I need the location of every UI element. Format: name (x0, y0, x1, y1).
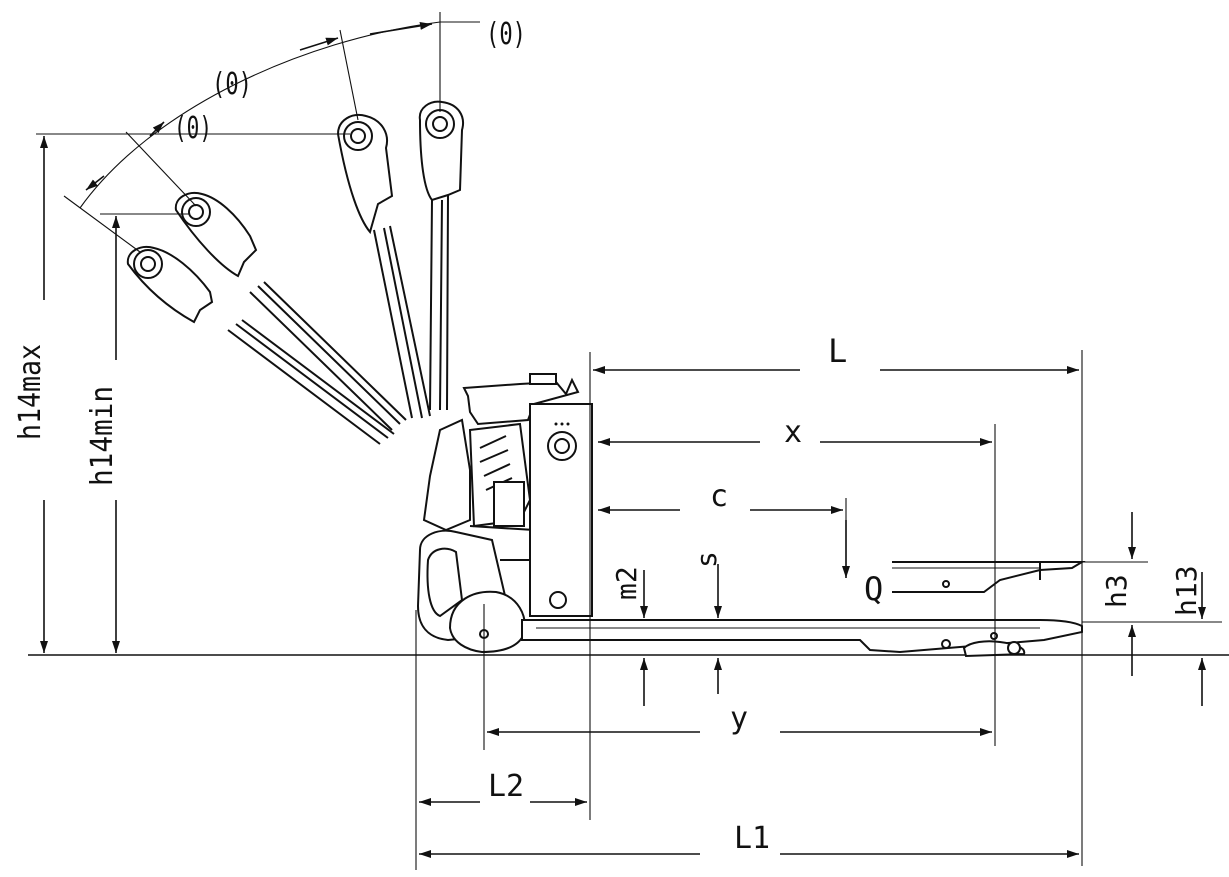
dim-h14max (36, 133, 350, 653)
h14min-label: h14min (85, 386, 120, 486)
c-label: c (710, 479, 728, 514)
y-label: y (730, 701, 748, 736)
L-label: L (828, 332, 847, 370)
x-label: x (784, 415, 802, 450)
s-label: s (690, 551, 723, 568)
angle-label-top: (0) (486, 17, 526, 52)
dim-x (598, 424, 996, 746)
h13-label: h13 (1170, 565, 1203, 616)
tiller-handle-tilted (336, 114, 431, 419)
dim-L (589, 350, 1083, 866)
tiller-handle-vertical (418, 100, 464, 411)
m2-label: m2 (610, 566, 643, 600)
dim-c (598, 498, 850, 578)
h3-label: h3 (1100, 574, 1133, 608)
tilt-angle-arc (63, 12, 480, 253)
L1-label: L1 (734, 821, 770, 856)
dim-L2 (415, 610, 587, 870)
tiller-handle-upper-lowered (174, 192, 407, 431)
angle-label-low: (0) (174, 111, 212, 146)
angle-label-mid: (0) (212, 67, 252, 102)
Q-label: Q (864, 570, 883, 608)
dim-h3 (1082, 512, 1222, 676)
truck-chassis (416, 373, 1086, 658)
dim-y (483, 604, 992, 750)
dim-h14min (100, 213, 190, 653)
h14max-label: h14max (13, 344, 48, 440)
L2-label: L2 (488, 769, 524, 804)
tiller-handle-lowest (126, 246, 395, 445)
